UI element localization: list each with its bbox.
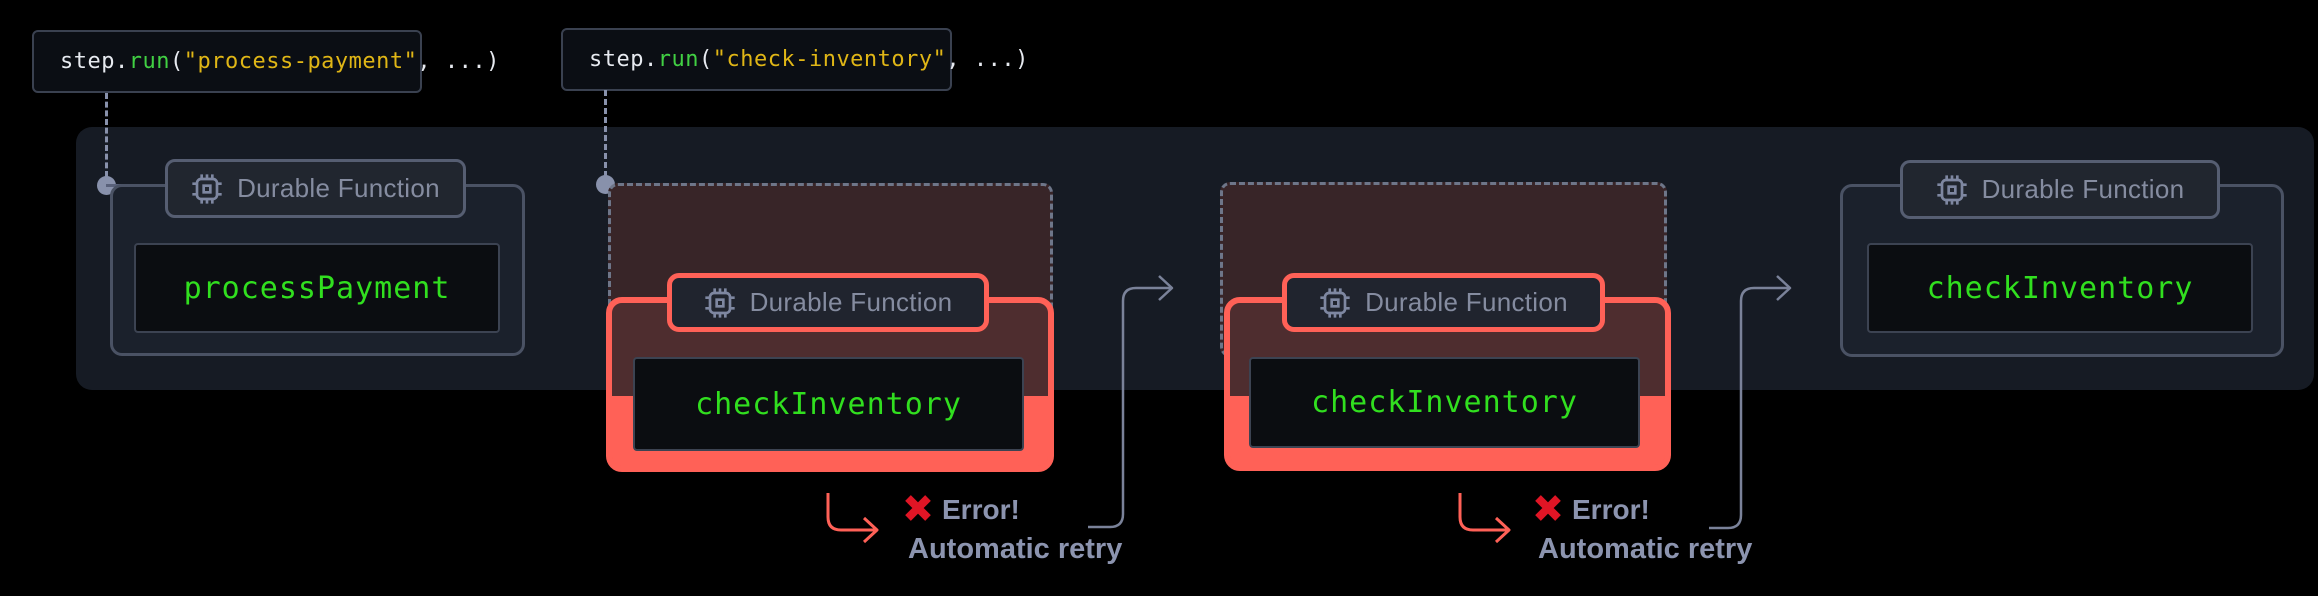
automatic-retry-label: Automatic retry xyxy=(1538,533,1753,565)
cpu-chip-icon xyxy=(704,287,735,318)
durable-function-badge-1: Durable Function xyxy=(165,159,466,218)
code-token: , ...) xyxy=(417,49,500,74)
durable-function-badge-4: Durable Function xyxy=(1900,160,2220,219)
function-name-box-1: processPayment xyxy=(134,243,500,333)
code-token-string: "check-inventory" xyxy=(712,47,947,72)
function-name-box-2: checkInventory xyxy=(633,357,1024,451)
durable-function-badge-2: Durable Function xyxy=(667,273,989,332)
error-arrow-2 xyxy=(1458,493,1511,544)
error-arrow-1 xyxy=(826,493,879,544)
durable-function-badge-3: Durable Function xyxy=(1282,273,1605,332)
code-token-string: "process-payment" xyxy=(183,49,418,74)
code-token: , ...) xyxy=(946,47,1029,72)
code-token-run: run xyxy=(128,49,170,74)
dashed-drop-line xyxy=(604,90,607,177)
automatic-retry-label: Automatic retry xyxy=(908,533,1123,565)
code-label-process-payment: step.run("process-payment", ...) xyxy=(32,30,499,93)
cpu-chip-icon xyxy=(1320,287,1350,318)
error-label: Error! xyxy=(942,494,1020,525)
code-token: step. xyxy=(60,49,129,74)
error-x-icon xyxy=(1535,495,1561,521)
code-token: ( xyxy=(169,49,184,74)
function-name: checkInventory xyxy=(695,386,962,422)
error-x-icon xyxy=(905,495,931,521)
code-token-run: run xyxy=(657,47,699,72)
badge-label: Durable Function xyxy=(749,287,953,317)
function-name: checkInventory xyxy=(1926,270,2194,306)
code-token: step. xyxy=(589,47,658,72)
cpu-chip-icon xyxy=(192,173,222,204)
function-name-box-3: checkInventory xyxy=(1249,357,1640,448)
function-name-box-4: checkInventory xyxy=(1867,243,2253,333)
code-label-check-inventory: step.run("check-inventory", ...) xyxy=(561,28,1028,91)
function-name: processPayment xyxy=(183,270,451,306)
error-label: Error! xyxy=(1572,494,1650,525)
code-token: ( xyxy=(698,47,713,72)
badge-label: Durable Function xyxy=(237,173,440,203)
function-name: checkInventory xyxy=(1311,385,1578,420)
dashed-drop-line xyxy=(105,93,108,177)
badge-label: Durable Function xyxy=(1981,174,2185,204)
cpu-chip-icon xyxy=(1936,174,1967,205)
badge-label: Durable Function xyxy=(1365,287,1568,317)
